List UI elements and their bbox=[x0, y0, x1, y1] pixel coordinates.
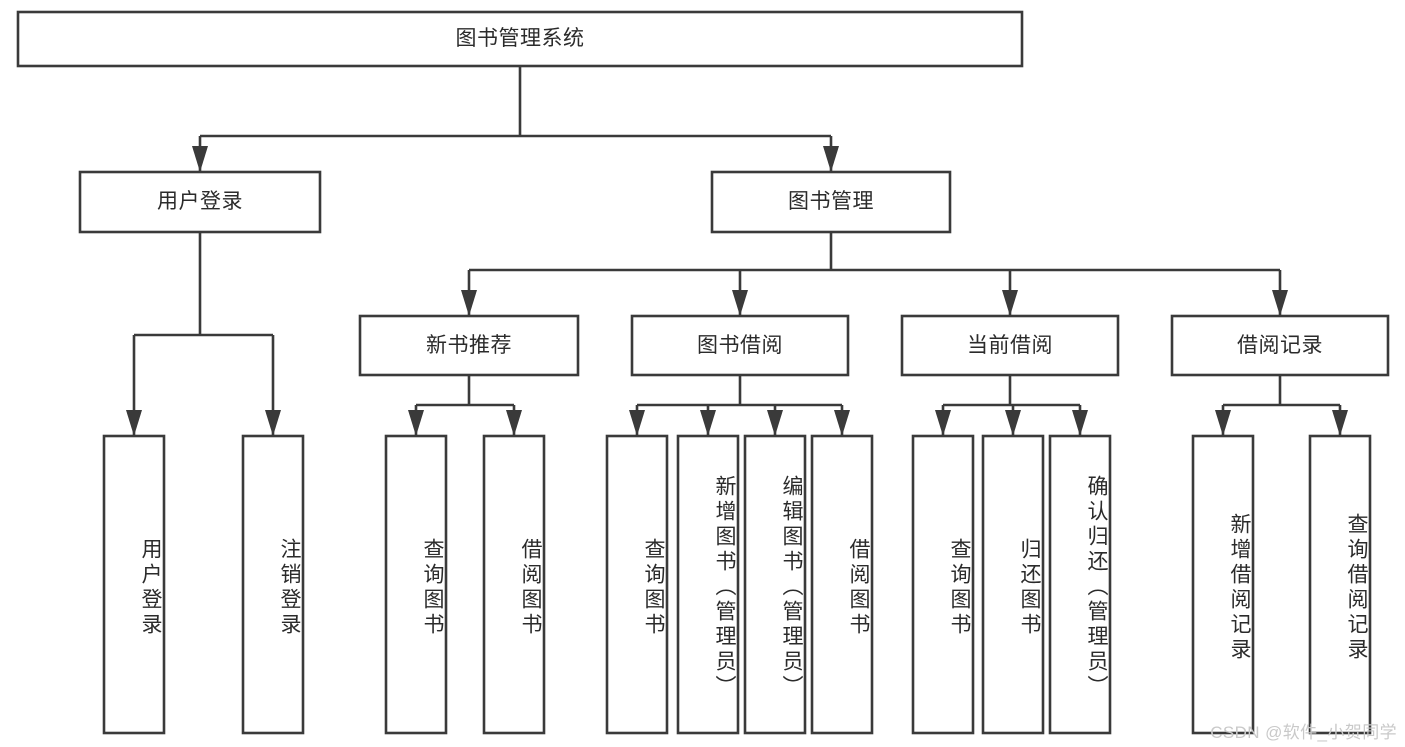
node-box-leaf-user-login[interactable] bbox=[102, 434, 166, 735]
node-box-leaf-re-add[interactable] bbox=[1191, 434, 1255, 735]
node-box-newbook[interactable] bbox=[358, 314, 580, 377]
node-root[interactable] bbox=[18, 12, 1022, 66]
node-leaf-bo-edit[interactable] bbox=[745, 436, 805, 733]
node-box-leaf-cu-confirm[interactable] bbox=[1048, 434, 1112, 735]
node-box-leaf-nb-borrow[interactable] bbox=[482, 434, 546, 735]
node-box-bookmgmt[interactable] bbox=[710, 170, 952, 234]
node-box-leaf-cu-query[interactable] bbox=[911, 434, 975, 735]
node-leaf-cu-confirm[interactable] bbox=[1050, 436, 1110, 733]
node-box-leaf-bo-add[interactable] bbox=[676, 434, 740, 735]
node-box-leaf-re-query[interactable] bbox=[1308, 434, 1372, 735]
node-box-leaf-user-logout[interactable] bbox=[241, 434, 305, 735]
arrow-head-icon bbox=[1215, 410, 1231, 436]
node-leaf-bo-query[interactable] bbox=[607, 436, 667, 733]
node-box-current[interactable] bbox=[900, 314, 1120, 377]
edge-layer bbox=[126, 66, 1348, 436]
arrow-head-icon bbox=[629, 410, 645, 436]
node-leaf-nb-query[interactable] bbox=[386, 436, 446, 733]
node-box-leaf-bo-query[interactable] bbox=[605, 434, 669, 735]
node-box-leaf-nb-query[interactable] bbox=[384, 434, 448, 735]
arrow-head-icon bbox=[823, 146, 839, 172]
arrow-head-icon bbox=[265, 410, 281, 436]
arrow-head-icon bbox=[1072, 410, 1088, 436]
node-box-root[interactable] bbox=[16, 10, 1024, 68]
node-leaf-cu-query[interactable] bbox=[913, 436, 973, 733]
node-leaf-bo-add[interactable] bbox=[678, 436, 738, 733]
node-records[interactable] bbox=[1172, 316, 1388, 375]
arrow-head-icon bbox=[408, 410, 424, 436]
arrow-head-icon bbox=[834, 410, 850, 436]
node-leaf-re-add[interactable] bbox=[1193, 436, 1253, 733]
arrow-head-icon bbox=[1002, 290, 1018, 316]
node-borrow[interactable] bbox=[632, 316, 848, 375]
node-leaf-user-login[interactable] bbox=[104, 436, 164, 733]
arrow-head-icon bbox=[461, 290, 477, 316]
node-leaf-nb-borrow[interactable] bbox=[484, 436, 544, 733]
arrow-head-icon bbox=[935, 410, 951, 436]
node-box-login[interactable] bbox=[78, 170, 322, 234]
node-leaf-bo-borrow[interactable] bbox=[812, 436, 872, 733]
box-layer bbox=[16, 10, 1390, 735]
node-box-leaf-bo-edit[interactable] bbox=[743, 434, 807, 735]
arrow-head-icon bbox=[732, 290, 748, 316]
arrow-head-icon bbox=[1005, 410, 1021, 436]
node-leaf-re-query[interactable] bbox=[1310, 436, 1370, 733]
node-box-leaf-cu-return[interactable] bbox=[981, 434, 1045, 735]
arrow-head-icon bbox=[192, 146, 208, 172]
node-leaf-cu-return[interactable] bbox=[983, 436, 1043, 733]
node-leaf-user-logout[interactable] bbox=[243, 436, 303, 733]
arrow-head-icon bbox=[1332, 410, 1348, 436]
node-login[interactable] bbox=[80, 172, 320, 232]
arrow-head-icon bbox=[1272, 290, 1288, 316]
node-box-leaf-bo-borrow[interactable] bbox=[810, 434, 874, 735]
arrow-head-icon bbox=[126, 410, 142, 436]
watermark-credit: CSDN @软件_小贺同学 bbox=[1210, 723, 1397, 742]
arrow-head-icon bbox=[700, 410, 716, 436]
node-box-records[interactable] bbox=[1170, 314, 1390, 377]
node-newbook[interactable] bbox=[360, 316, 578, 375]
arrow-head-icon bbox=[767, 410, 783, 436]
node-bookmgmt[interactable] bbox=[712, 172, 950, 232]
node-box-borrow[interactable] bbox=[630, 314, 850, 377]
node-current[interactable] bbox=[902, 316, 1118, 375]
arrow-head-icon bbox=[506, 410, 522, 436]
